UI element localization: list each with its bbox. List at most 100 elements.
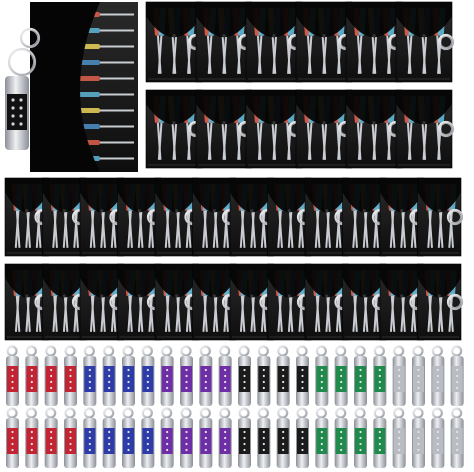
screwdriver-shaft	[277, 210, 282, 248]
flashlight-grip-dot	[88, 442, 91, 446]
flashlight-grip-dot	[301, 436, 304, 440]
key-ring-highlight	[440, 123, 452, 135]
key-ring	[141, 407, 153, 419]
flashlight-grip-dot	[398, 430, 401, 434]
screwdriver-shaft	[373, 210, 378, 248]
screwdriver-handle	[74, 92, 100, 97]
screwdriver-shaft	[14, 295, 20, 332]
flashlight-grip-dot	[417, 430, 420, 434]
flashlight-grip-dot	[88, 368, 91, 372]
screwdriver-shaft	[287, 295, 293, 332]
pouch	[417, 263, 464, 341]
key-ring	[7, 47, 37, 77]
pouch-snap	[172, 121, 176, 125]
flashlight-keychain	[373, 407, 387, 468]
flashlight-band	[26, 428, 38, 454]
pouch-snap	[100, 294, 104, 298]
key-ring-highlight	[144, 409, 151, 417]
flashlight-grip-dot	[30, 380, 33, 384]
flashlight-grip-dot	[340, 436, 343, 440]
flashlight-band	[239, 366, 250, 392]
flashlight-band	[316, 428, 328, 454]
key-ring-highlight	[337, 409, 344, 417]
key-ring	[161, 345, 173, 357]
key-ring	[161, 407, 173, 419]
flashlight-row-2	[6, 407, 464, 468]
flashlight-grip-dot	[224, 436, 227, 440]
key-ring-highlight	[144, 347, 151, 355]
flashlight-grip-dot	[359, 430, 362, 434]
key-ring	[412, 407, 424, 419]
flashlight-grip-dot	[88, 374, 91, 378]
flashlight-grip-dot	[456, 380, 459, 384]
screwdriver-shaft	[202, 210, 207, 248]
key-ring-highlight	[202, 409, 209, 417]
pouch	[192, 177, 239, 257]
flashlight-keychain	[199, 407, 213, 468]
screwdriver-shaft	[437, 295, 443, 332]
flashlight-grip-dot	[185, 374, 188, 378]
screwdriver-handle	[74, 76, 100, 81]
pouch	[145, 89, 205, 169]
key-ring	[296, 407, 308, 419]
flashlight-grip-dot	[301, 430, 304, 434]
pouch	[42, 263, 89, 341]
screwdriver-shaft	[89, 210, 95, 248]
screwdriver-shaft	[222, 35, 228, 74]
flashlight-band	[7, 428, 18, 454]
screwdriver-shaft	[100, 45, 134, 48]
flashlight-grip-dot	[243, 430, 246, 434]
flashlight-grip-dot	[108, 368, 111, 372]
key-ring	[25, 407, 37, 419]
flashlight-grip-dot	[166, 436, 169, 440]
key-ring	[335, 407, 347, 419]
flashlight-grip-dot	[456, 386, 459, 390]
pouch	[145, 1, 205, 83]
key-ring-highlight	[414, 409, 422, 417]
key-ring	[122, 407, 134, 419]
key-ring-highlight	[105, 409, 112, 417]
screwdriver-shaft	[164, 210, 170, 248]
flashlight-band	[142, 428, 154, 454]
pouch	[4, 177, 51, 257]
screwdriver-shaft	[257, 35, 263, 74]
flashlight-keychain	[315, 345, 329, 406]
screwdriver-shaft	[100, 125, 134, 128]
pouch-snap	[325, 294, 329, 298]
key-ring-highlight	[66, 409, 74, 417]
screwdriver-shaft	[257, 122, 263, 160]
screwdriver-shaft	[410, 210, 416, 248]
screwdriver-shaft	[62, 210, 68, 248]
screwdriver-shaft	[314, 295, 320, 332]
flashlight-grip-dot	[320, 430, 323, 434]
screwdriver-shaft	[307, 35, 313, 74]
flashlight-band	[258, 366, 270, 392]
flashlight-grip-dot	[108, 436, 111, 440]
flashlight-grip-dot	[108, 442, 111, 446]
flashlight-grip-dot	[262, 380, 265, 384]
screwdriver-shaft	[314, 210, 320, 248]
pouch-snap	[272, 34, 276, 38]
flashlight-grip-dot	[398, 448, 401, 452]
screwdriver-shaft	[352, 210, 357, 248]
key-ring-highlight	[395, 347, 402, 355]
pouch-flap	[117, 178, 161, 213]
flashlight-grip-dot	[11, 98, 15, 102]
screwdriver-shaft	[62, 295, 68, 332]
screwdriver-shaft	[100, 93, 134, 96]
large-pouch-group	[5, 2, 138, 172]
key-ring-highlight	[163, 347, 170, 355]
pouch-flap	[155, 178, 199, 213]
pouch-flap	[396, 2, 452, 38]
pouch	[417, 177, 464, 257]
key-ring-highlight	[279, 347, 286, 355]
key-ring-highlight	[163, 409, 170, 417]
screwdriver-shaft	[250, 210, 255, 248]
flashlight-grip-dot	[30, 430, 33, 434]
flashlight-grip-dot	[224, 448, 227, 452]
flashlight-keychain	[431, 407, 445, 468]
flashlight-grip-dot	[282, 368, 285, 372]
pouch	[342, 263, 389, 341]
flashlight-grip-dot	[30, 368, 33, 372]
flashlight-grip-dot	[243, 386, 246, 390]
